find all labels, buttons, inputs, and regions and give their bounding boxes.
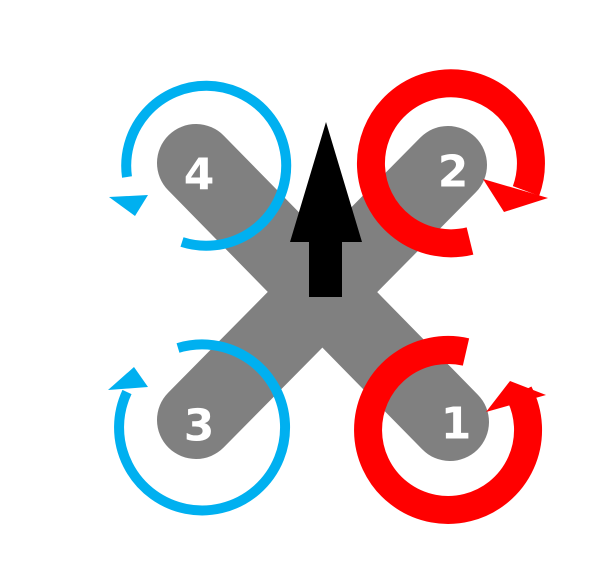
rotation-arrows (108, 69, 548, 524)
motor-3-label: 3 (184, 401, 215, 452)
counterclockwise-arrow-icon (108, 339, 290, 516)
counterclockwise-arrow-icon (109, 80, 292, 251)
motor-1-label: 1 (441, 399, 472, 450)
motor-4-label: 4 (184, 150, 215, 201)
motor-2-label: 2 (438, 147, 469, 198)
motor-labels: 4 2 3 1 (184, 147, 472, 452)
clockwise-arrow-icon (357, 69, 548, 258)
clockwise-arrow-icon (354, 336, 546, 524)
up-arrow-icon (290, 122, 362, 297)
